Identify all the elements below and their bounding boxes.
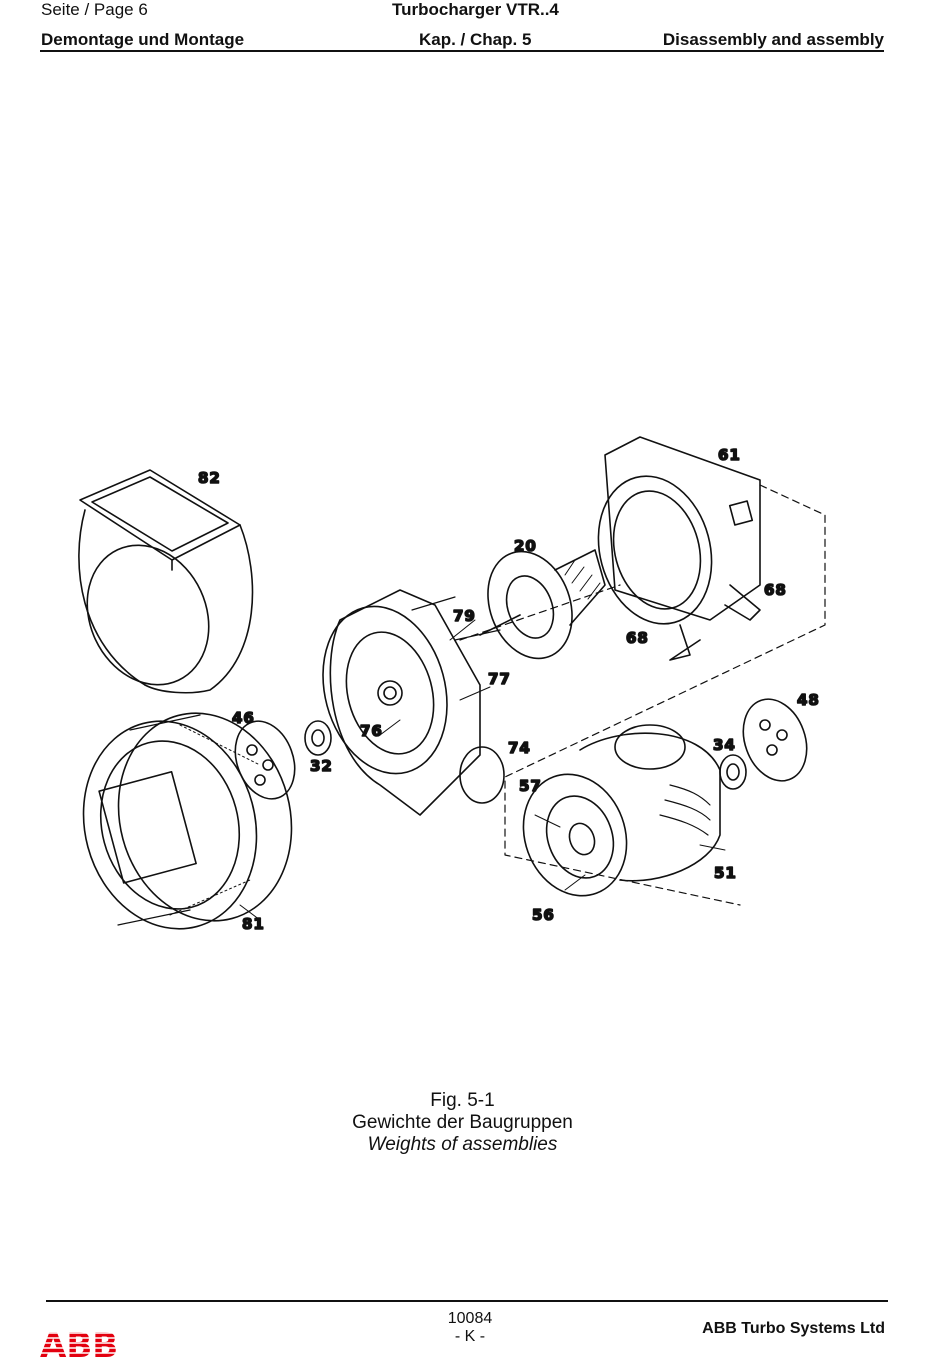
- label-68-left: 68: [626, 629, 649, 647]
- leader-lines: [239, 619, 726, 921]
- chapter-label: Kap. / Chap. 5: [419, 30, 532, 49]
- part-48-cover: [742, 698, 808, 782]
- page-number: Seite / Page 6: [41, 0, 148, 19]
- abb-logo: ABB: [40, 1326, 120, 1361]
- section-title-german: Demontage und Montage: [41, 30, 245, 49]
- part-34-bearing: [719, 754, 747, 790]
- document-title: Turbocharger VTR..4: [392, 0, 559, 19]
- figure-title-english: Weights of assemblies: [367, 1134, 558, 1155]
- part-61-outlet-casing: [597, 436, 761, 661]
- section-title-english: Disassembly and assembly: [662, 30, 884, 49]
- label-79: 79: [453, 607, 476, 625]
- part-82-inlet-casing: [78, 469, 254, 694]
- header-rule: [40, 50, 884, 52]
- label-20: 20: [514, 537, 537, 555]
- label-34: 34: [713, 736, 736, 754]
- label-82: 82: [198, 469, 221, 487]
- label-48: 48: [797, 691, 820, 709]
- label-76: 76: [360, 722, 383, 740]
- part-74-gas-outlet-flange: [459, 746, 505, 804]
- revision-letter: - K -: [454, 1328, 486, 1345]
- label-68-right: 68: [764, 581, 787, 599]
- part-32-bearing: [304, 720, 332, 756]
- part-76-gas-inlet-casing: [322, 589, 505, 816]
- label-32: 32: [310, 757, 333, 775]
- label-77: 77: [488, 670, 511, 688]
- label-56: 56: [532, 906, 555, 924]
- part-81-filter-silencer: [82, 712, 293, 930]
- label-81: 81: [242, 915, 265, 933]
- label-46: 46: [232, 709, 255, 727]
- footer-rule: [46, 1300, 888, 1302]
- label-57: 57: [519, 777, 542, 795]
- label-51: 51: [714, 864, 737, 882]
- label-74: 74: [508, 739, 531, 757]
- figure-title-german: Gewichte der Baugruppen: [352, 1112, 573, 1133]
- label-61: 61: [718, 446, 741, 464]
- exploded-assembly-drawing: 82 61 20 68 79 68 77 48 46 76 74 34 32 5…: [78, 436, 826, 934]
- figure-number: Fig. 5-1: [430, 1090, 495, 1111]
- document-number: 10084: [447, 1310, 493, 1327]
- part-51-compressor-casing: [522, 724, 721, 897]
- part-20-rotor: [479, 549, 606, 660]
- company-name: ABB Turbo Systems Ltd: [702, 1320, 885, 1337]
